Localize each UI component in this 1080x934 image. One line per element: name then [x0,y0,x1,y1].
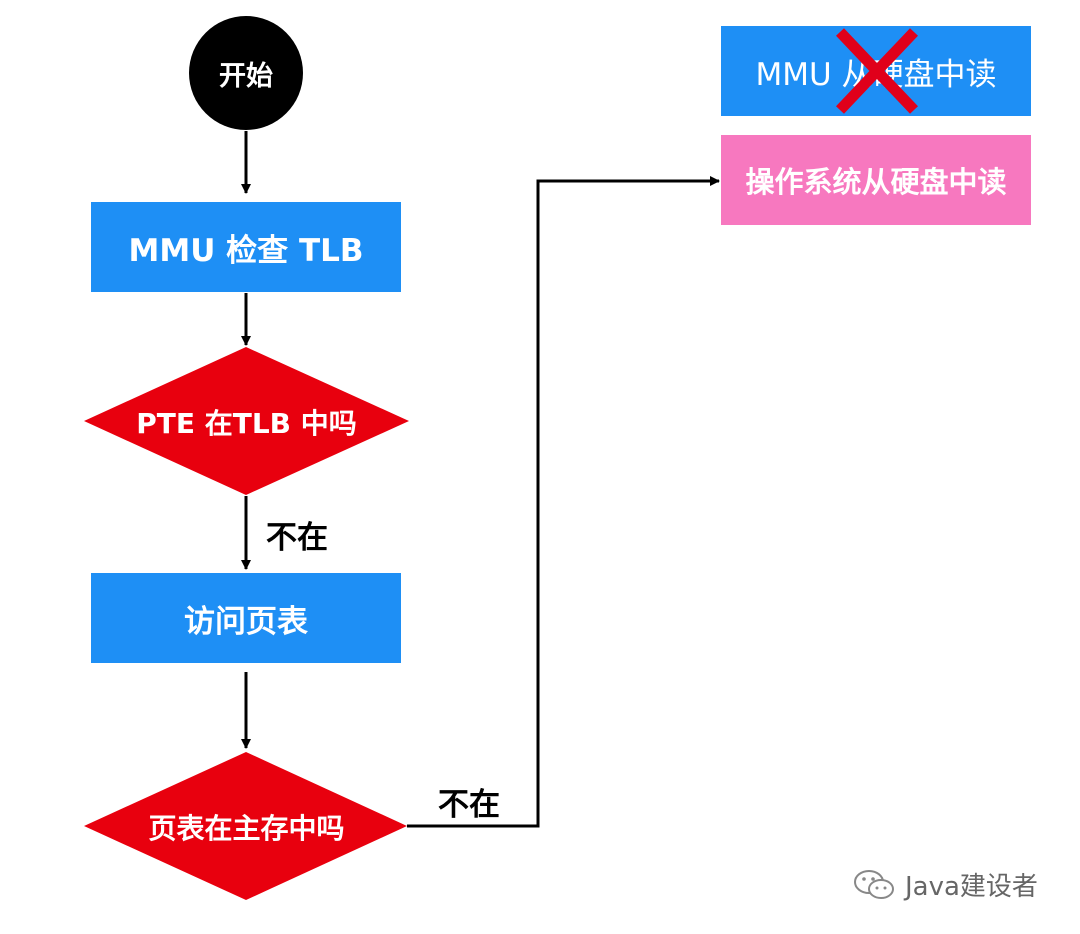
access-page-table-box: 访问页表 [91,573,401,663]
watermark-text: Java建设者 [905,872,1038,902]
decision-pte-in-tlb-shape [84,347,409,495]
os-read-disk-box: 操作系统从硬盘中读 [721,135,1031,225]
wechat-icon [854,869,894,899]
watermark: Java建设者 [853,866,1038,903]
edge-label-not-in-tlb: 不在 [266,520,328,556]
cross-icon [836,28,918,114]
mmu-check-tlb-box: MMU 检查 TLB [91,202,401,292]
decision-pte-in-tlb-label: PTE 在TLB 中吗 [136,407,357,440]
decision-pt-in-memory-shape [84,752,407,900]
edge-label-not-in-memory: 不在 [438,787,500,823]
decision-pt-in-memory-label: 页表在主存中吗 [148,812,345,845]
start-node: 开始 [189,16,303,130]
arrow-decision-to-os-read [407,176,720,828]
